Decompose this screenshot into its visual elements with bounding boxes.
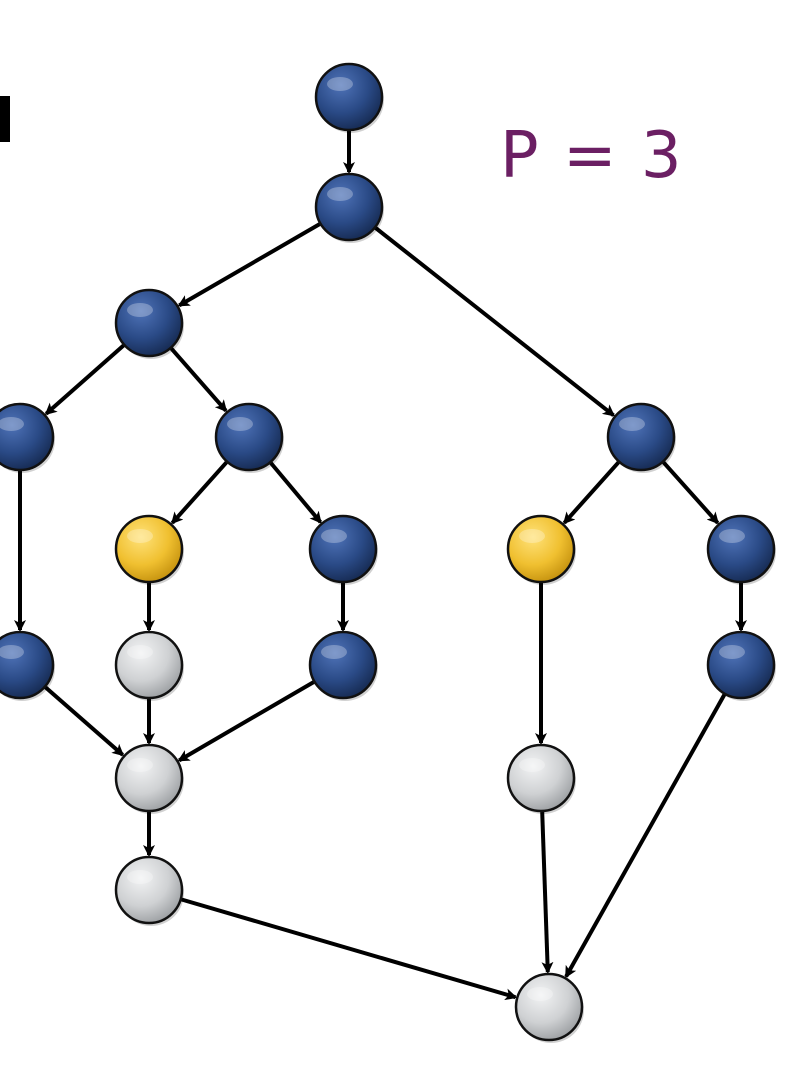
node-highlight: [127, 303, 153, 317]
dag-node-done: [606, 402, 676, 473]
node-circle: [114, 288, 184, 358]
node-highlight: [0, 417, 24, 431]
dag-node-done: [314, 62, 384, 133]
dag-edge-12-14: [177, 680, 315, 763]
dag-node-done: [308, 630, 378, 701]
node-highlight: [719, 529, 745, 543]
dag-edge-13-17: [564, 693, 727, 979]
node-circle: [308, 514, 378, 584]
node-highlight: [719, 645, 745, 659]
edges-layer: [14, 131, 747, 1001]
node-circle: [514, 972, 584, 1042]
node-highlight: [127, 758, 153, 772]
node-circle: [114, 743, 184, 813]
dag-node-done: [214, 402, 284, 473]
dag-edge-2-4: [169, 347, 228, 413]
dag-node-ready: [114, 514, 184, 585]
processor-count-label: P = 3: [500, 119, 684, 193]
dag-node-done: [114, 288, 184, 359]
node-circle: [706, 630, 776, 700]
node-highlight: [527, 987, 553, 1001]
node-circle: [114, 630, 184, 700]
node-highlight: [127, 645, 153, 659]
node-highlight: [0, 645, 24, 659]
node-circle: [308, 630, 378, 700]
node-circle: [506, 743, 576, 813]
cropped-text-fragment: [0, 96, 10, 142]
dag-node-pending: [114, 743, 184, 814]
dag-edge-1-2: [177, 222, 321, 308]
dag-node-done: [308, 514, 378, 585]
dag-node-ready: [506, 514, 576, 585]
dag-node-done: [0, 630, 55, 701]
dag-edge-4-6: [170, 461, 228, 525]
node-highlight: [327, 77, 353, 91]
dag-node-done: [0, 402, 55, 473]
node-circle: [114, 855, 184, 925]
node-circle: [0, 630, 55, 700]
node-highlight: [519, 758, 545, 772]
dag-edge-1-5: [374, 226, 616, 417]
dag-edge-16-17: [540, 811, 554, 974]
nodes-layer: [0, 62, 776, 1043]
dag-node-done: [706, 630, 776, 701]
node-highlight: [127, 870, 153, 884]
dag-edge-15-17: [181, 897, 518, 1001]
node-highlight: [327, 187, 353, 201]
node-circle: [606, 402, 676, 472]
node-circle: [314, 172, 384, 242]
dag-edge-2-3: [44, 344, 125, 416]
dag-node-pending: [114, 630, 184, 701]
dag-edge-4-7: [269, 461, 323, 524]
node-circle: [314, 62, 384, 132]
dag-node-pending: [514, 972, 584, 1043]
node-highlight: [321, 645, 347, 659]
node-highlight: [619, 417, 645, 431]
node-circle: [114, 514, 184, 584]
dag-node-pending: [114, 855, 184, 926]
node-highlight: [227, 417, 253, 431]
dag-edge-5-8: [562, 461, 620, 525]
node-highlight: [519, 529, 545, 543]
node-highlight: [127, 529, 153, 543]
dag-node-done: [706, 514, 776, 585]
node-highlight: [321, 529, 347, 543]
node-circle: [0, 402, 55, 472]
dag-edge-5-9: [662, 461, 720, 525]
dag-edge-10-14: [44, 685, 125, 757]
dag-node-done: [314, 172, 384, 243]
node-circle: [506, 514, 576, 584]
node-circle: [706, 514, 776, 584]
dag-node-pending: [506, 743, 576, 814]
node-circle: [214, 402, 284, 472]
